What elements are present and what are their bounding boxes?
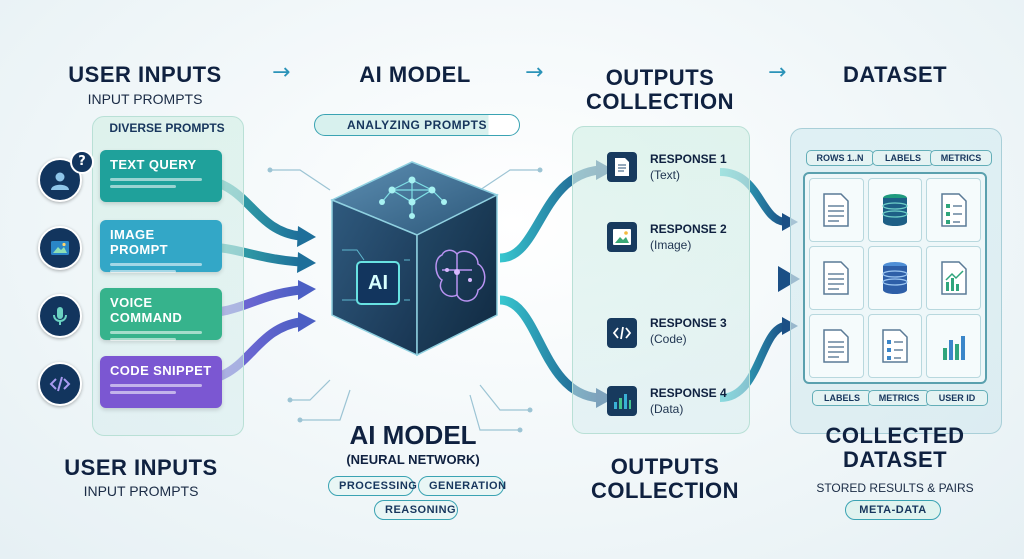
response-2-sub: (Image) bbox=[650, 238, 692, 252]
meta-data-badge: META-DATA bbox=[845, 500, 941, 520]
header-arrow-1: → bbox=[272, 60, 291, 85]
response-4-sub: (Data) bbox=[650, 402, 684, 416]
input-card-image-prompt[interactable]: IMAGE PROMPT bbox=[100, 220, 222, 273]
input-card-code-snippet[interactable]: CODE SNIPPET bbox=[100, 356, 222, 408]
input-card-label: IMAGE PROMPT bbox=[110, 227, 169, 257]
checklist-icon bbox=[926, 178, 981, 242]
header-outputs: OUTPUTS COLLECTION bbox=[570, 66, 750, 114]
dataset-tag-rows: ROWS 1..N bbox=[806, 150, 874, 166]
dataset-tag-labels: LABELS bbox=[872, 150, 934, 166]
dataset-subtitle: STORED RESULTS & PAIRS bbox=[816, 481, 974, 495]
inputs-panel-label: DIVERSE PROMPTS bbox=[109, 121, 225, 135]
response-1-sub: (Text) bbox=[650, 168, 680, 182]
tag-generation: GENERATION bbox=[418, 476, 506, 496]
response-4-title: RESPONSE 4 bbox=[650, 386, 727, 400]
dataset-tag-labels-bottom: LABELS bbox=[812, 390, 872, 406]
code-icon bbox=[38, 362, 82, 406]
footer-user-inputs-sub: INPUT PROMPTS bbox=[83, 483, 199, 499]
model-subtitle: (NEURAL NETWORK) bbox=[346, 452, 480, 467]
tag-reasoning: REASONING bbox=[374, 500, 458, 520]
header-outputs-line2: COLLECTION bbox=[586, 89, 734, 114]
header-user-inputs-sub: INPUT PROMPTS bbox=[87, 91, 203, 107]
analyzing-prompts-status: ANALYZING PROMPTS bbox=[314, 114, 520, 136]
header-ai-model: AI MODEL bbox=[359, 62, 471, 87]
document-icon bbox=[809, 178, 864, 242]
microphone-icon bbox=[38, 294, 82, 338]
database-icon bbox=[867, 178, 923, 242]
footer-user-inputs: USER INPUTS bbox=[64, 455, 218, 480]
header-user-inputs: USER INPUTS bbox=[68, 62, 222, 87]
bar-chart-icon bbox=[607, 386, 637, 416]
dataset-tag-user-id: USER ID bbox=[926, 390, 988, 406]
footer-outputs-line2: COLLECTION bbox=[591, 478, 739, 503]
document-icon bbox=[809, 246, 864, 310]
ai-chip-label: AI bbox=[368, 272, 388, 294]
input-card-voice-command[interactable]: VOICE COMMAND bbox=[100, 288, 222, 341]
dataset-title-line2: DATASET bbox=[842, 447, 948, 472]
dataset-title-line1: COLLECTED bbox=[825, 423, 965, 448]
image-icon bbox=[607, 222, 637, 252]
dataset-title: COLLECTED DATASET bbox=[800, 424, 990, 472]
dataset-tag-metrics: METRICS bbox=[930, 150, 992, 166]
header-dataset: DATASET bbox=[842, 62, 948, 87]
response-1-title: RESPONSE 1 bbox=[650, 152, 727, 166]
ai-model-cube bbox=[330, 161, 499, 357]
document-icon bbox=[607, 152, 637, 182]
document-icon bbox=[809, 314, 864, 378]
input-card-label: CODE SNIPPET bbox=[110, 363, 212, 378]
footer-outputs: OUTPUTS COLLECTION bbox=[575, 455, 755, 503]
footer-outputs-line1: OUTPUTS bbox=[610, 454, 720, 479]
response-3-title: RESPONSE 3 bbox=[650, 316, 727, 330]
response-2-title: RESPONSE 2 bbox=[650, 222, 727, 236]
tag-processing: PROCESSING bbox=[328, 476, 417, 496]
header-arrow-3: → bbox=[768, 60, 787, 85]
dataset-grid bbox=[803, 172, 987, 384]
code-icon bbox=[607, 318, 637, 348]
database-icon bbox=[867, 246, 923, 310]
question-badge-icon: ? bbox=[70, 150, 94, 174]
checklist-icon bbox=[867, 314, 923, 378]
input-card-text-query[interactable]: TEXT QUERY bbox=[100, 150, 222, 202]
image-icon bbox=[38, 226, 82, 270]
header-arrow-2: → bbox=[525, 60, 544, 85]
model-title: AI MODEL bbox=[349, 420, 477, 450]
input-card-label: VOICE COMMAND bbox=[110, 295, 183, 325]
user-question-icon bbox=[38, 158, 82, 202]
response-3-sub: (Code) bbox=[650, 332, 687, 346]
bar-chart-icon bbox=[926, 314, 981, 378]
input-card-label: TEXT QUERY bbox=[110, 157, 197, 172]
chart-document-icon bbox=[926, 246, 981, 310]
outputs-panel bbox=[572, 126, 750, 434]
dataset-tag-metrics-bottom: METRICS bbox=[868, 390, 930, 406]
header-outputs-line1: OUTPUTS bbox=[605, 65, 715, 90]
